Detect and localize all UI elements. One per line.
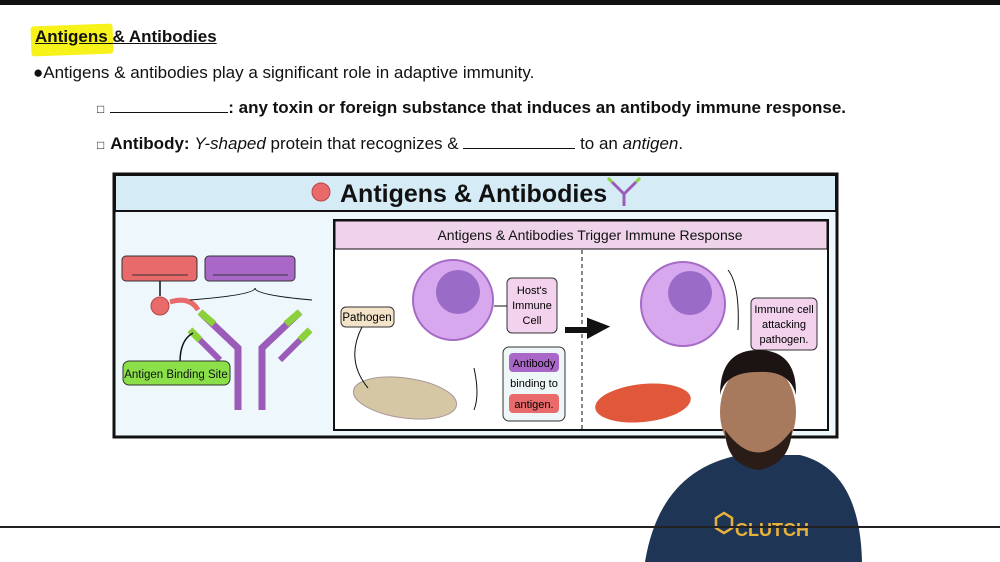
attacking-label [750, 297, 818, 351]
figure-label: Host's [517, 285, 548, 297]
fill-in-blank [110, 98, 229, 113]
figure-shape [720, 350, 797, 395]
figure-shape [509, 394, 559, 413]
blank-label-antigen [121, 255, 198, 282]
figure-shape [725, 430, 792, 470]
italic-text: antigen [622, 134, 679, 153]
divider-line [0, 526, 1000, 528]
figure-shape [509, 353, 559, 372]
figure-label: attacking [762, 319, 806, 331]
presenter-shirt [645, 455, 862, 562]
antigen-circle [150, 296, 170, 316]
figure-shape [354, 326, 369, 389]
figure-label: Pathogen [342, 312, 391, 324]
binding-arrow [169, 297, 201, 312]
notes-title: Antigens & Antibodies [35, 27, 217, 46]
text: to an [575, 134, 623, 153]
antibody-diagram: Antigen Binding Site [121, 255, 313, 410]
fill-in-blank [463, 134, 576, 149]
checkbox-icon: □ [97, 138, 105, 152]
text: . [678, 134, 684, 153]
antigen-icon [311, 182, 331, 202]
figure-shape [610, 180, 638, 206]
binding-site-label [122, 360, 231, 386]
clutch-logo-icon [714, 511, 734, 535]
figure-label: antigen. [514, 399, 553, 411]
colon: : any toxin or foreign substance that in… [228, 98, 847, 117]
arrow-right-icon [565, 317, 611, 340]
top-bar [0, 0, 1000, 5]
figure-label: Immune cell [754, 304, 813, 316]
figure-shape [179, 332, 194, 363]
italic-text: Y-shaped [194, 134, 266, 153]
pathogen-label [340, 306, 395, 328]
notes-item-antigen: □ : any toxin or foreign substance that i… [97, 98, 846, 118]
figure-shape [668, 271, 712, 315]
presenter-video: CLUTCH [645, 350, 862, 562]
nucleus [436, 270, 480, 314]
blank-label-antibody [204, 255, 296, 282]
figure-header [114, 174, 837, 212]
presenter-head [720, 362, 796, 462]
text: protein that recognizes & [265, 134, 464, 153]
pathogen-attacked [595, 383, 691, 423]
figure-title: Antigens & Antibodies [340, 180, 607, 208]
term: Antibody: [110, 134, 190, 153]
checkbox-icon: □ [97, 102, 105, 116]
figure-label: Immune [512, 300, 552, 312]
figure-label: pathogen. [760, 334, 809, 346]
notes-bullet: ●Antigens & antibodies play a significan… [33, 63, 535, 82]
immune-response-header [334, 220, 828, 250]
antibody-icon [606, 176, 642, 206]
notes-item-antibody: □ Antibody: Y-shaped protein that recogni… [97, 134, 683, 154]
figure-label: Cell [523, 315, 542, 327]
figure-shape [727, 269, 739, 331]
figure-shape [473, 367, 478, 411]
figure-label: Antigen Binding Site [124, 369, 228, 381]
brace [189, 287, 313, 301]
shirt-logo-text: CLUTCH [735, 520, 809, 540]
figure-label: Antibody [513, 358, 556, 370]
pathogen [352, 376, 458, 420]
immune-response-title: Antigens & Antibodies Trigger Immune Res… [437, 227, 742, 243]
figure-shape [606, 176, 642, 184]
binding-site-tips [187, 309, 313, 343]
figure-label: binding to [510, 378, 558, 390]
